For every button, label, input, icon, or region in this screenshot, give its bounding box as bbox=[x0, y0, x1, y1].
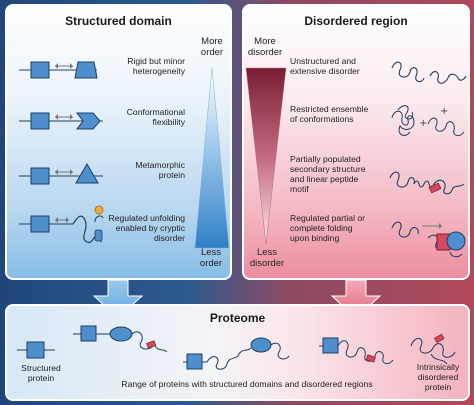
partial-secondary-structure-icon bbox=[389, 171, 465, 195]
unstructured-coil-icon bbox=[391, 61, 467, 84]
svg-text:+: + bbox=[440, 106, 448, 117]
disordered-region-title: Disordered region bbox=[304, 14, 408, 28]
structured-protein-icon bbox=[17, 341, 55, 359]
order-gradient-wedge bbox=[194, 67, 230, 249]
regulated-unfolding-icon bbox=[19, 205, 104, 244]
structured-domain-title: Structured domain bbox=[65, 14, 172, 28]
svg-text:+: + bbox=[419, 118, 427, 129]
structured-domain-panel: Structured domain bbox=[5, 4, 232, 280]
proteome-graphics bbox=[17, 325, 456, 370]
range-label: Range of proteins with structured domain… bbox=[121, 379, 373, 389]
disordered-region-graphics: + + bbox=[245, 61, 467, 258]
restricted-ensemble-icon: + + bbox=[391, 105, 465, 137]
mixed-protein-3-icon bbox=[319, 337, 394, 365]
mixed-protein-2-icon bbox=[183, 337, 290, 370]
metamorphic-protein-icon bbox=[19, 163, 103, 185]
proteome-panel: Proteome bbox=[5, 304, 470, 401]
folding-upon-binding-icon bbox=[391, 221, 466, 258]
disorder-gradient-wedge bbox=[245, 67, 287, 245]
disordered-region-panel: Disordered region + + bbox=[242, 4, 470, 280]
mixed-protein-1-icon bbox=[73, 325, 168, 353]
conformational-flexibility-icon bbox=[19, 112, 103, 130]
intrinsically-disordered-protein-icon bbox=[410, 333, 456, 365]
rigid-heterogeneity-icon bbox=[19, 61, 98, 79]
structured-domain-graphics bbox=[19, 61, 230, 249]
proteome-title: Proteome bbox=[209, 311, 266, 325]
